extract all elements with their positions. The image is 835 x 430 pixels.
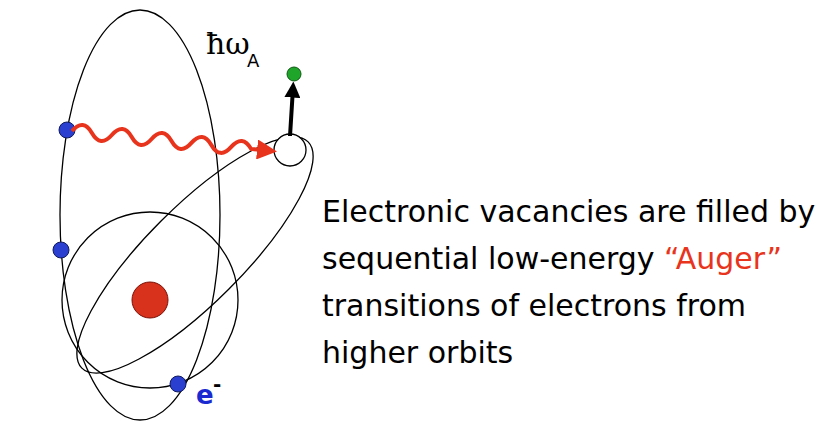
emission-arrow [290, 88, 293, 136]
electron [170, 376, 186, 392]
auger-electron [287, 67, 301, 81]
description-text: transitions of electrons from higher orb… [322, 288, 746, 370]
subscript: A [247, 50, 259, 71]
energy-symbol: ħω [206, 26, 250, 61]
electron [53, 242, 69, 258]
orbit-circle [62, 212, 238, 388]
vacancy-circle [274, 134, 306, 166]
charge-sign: - [213, 372, 221, 396]
highlight-term: “Auger” [664, 241, 782, 276]
electron-label: e [196, 380, 214, 410]
wavy-transition-arrow [71, 124, 269, 158]
description-text: Electronic vacancies are filled by seque… [322, 188, 822, 376]
nucleus [132, 282, 168, 318]
orbit-ellipse [48, 108, 342, 402]
